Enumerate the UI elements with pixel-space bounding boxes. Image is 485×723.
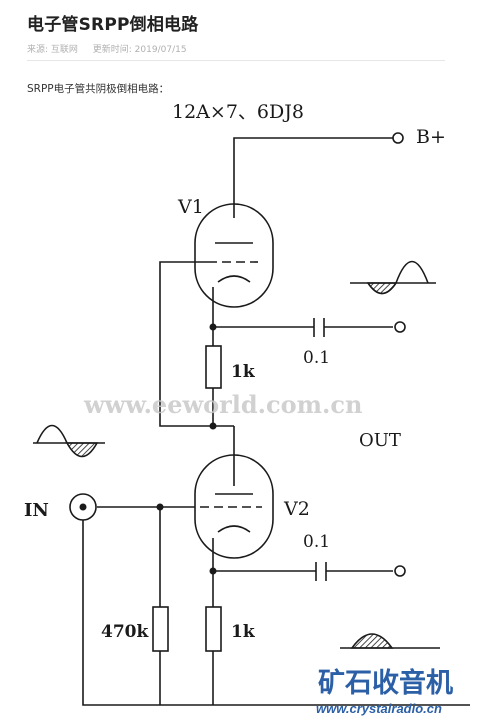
article-meta: 来源: 互联网 更新时间: 2019/07/15 xyxy=(27,42,199,55)
resistor-grid-label: 470k xyxy=(101,622,149,642)
resistor-grid xyxy=(152,606,169,652)
in-label: IN xyxy=(24,500,49,521)
tube-types-label: 12A×7、6DJ8 xyxy=(172,101,304,123)
watermark-brand: 矿石收音机 xyxy=(318,667,453,698)
out-label: OUT xyxy=(359,430,401,451)
v1-grid-wire xyxy=(159,261,213,427)
input-jack-center xyxy=(79,503,87,511)
cap-top-label: 0.1 xyxy=(303,348,330,368)
waveform-out1 xyxy=(350,260,436,295)
tube-v2-cathode xyxy=(217,525,251,533)
junction-out2 xyxy=(209,567,217,575)
resistor-cathode xyxy=(205,606,222,652)
tube-v2-envelope xyxy=(194,454,274,559)
source-label: 来源: 互联网 xyxy=(27,45,78,55)
out2-terminal xyxy=(394,565,406,577)
supply-terminal xyxy=(392,132,404,144)
divider xyxy=(27,60,445,61)
ground-wire xyxy=(82,520,470,706)
intro-text: SRPP电子管共阴极倒相电路： xyxy=(27,83,170,95)
junction-grid xyxy=(156,503,164,511)
supply-wire xyxy=(233,137,393,218)
junction-out1 xyxy=(209,323,217,331)
schematic-figure: 12A×7、6DJ8 B+ V1 1k 0.1 OUT IN V2 0.1 47… xyxy=(0,96,485,719)
schematic-diagram: 12A×7、6DJ8 B+ V1 1k 0.1 OUT IN V2 0.1 47… xyxy=(24,101,470,716)
junction-mid xyxy=(209,422,217,430)
input-jack-outer xyxy=(69,493,97,521)
tube-v2-label: V2 xyxy=(283,498,310,520)
tube-v1-cathode xyxy=(217,275,251,283)
waveform-out2 xyxy=(340,633,440,649)
resistor-mid xyxy=(205,345,222,389)
supply-label: B+ xyxy=(416,126,446,148)
out1-terminal xyxy=(394,321,406,333)
updated-label: 更新时间: 2019/07/15 xyxy=(92,45,187,55)
watermark-center: www.eeworld.com.cn xyxy=(83,390,362,419)
cap-bottom-label: 0.1 xyxy=(303,532,330,552)
tube-v1-label: V1 xyxy=(177,196,204,218)
waveform-input xyxy=(33,424,105,458)
page-title: 电子管SRPP倒相电路 xyxy=(27,15,199,35)
resistor-cathode-label: 1k xyxy=(231,622,256,642)
tube-v1-envelope xyxy=(194,203,274,308)
watermark-url: www.crystalradio.cn xyxy=(316,701,442,716)
resistor-mid-label: 1k xyxy=(231,362,256,382)
